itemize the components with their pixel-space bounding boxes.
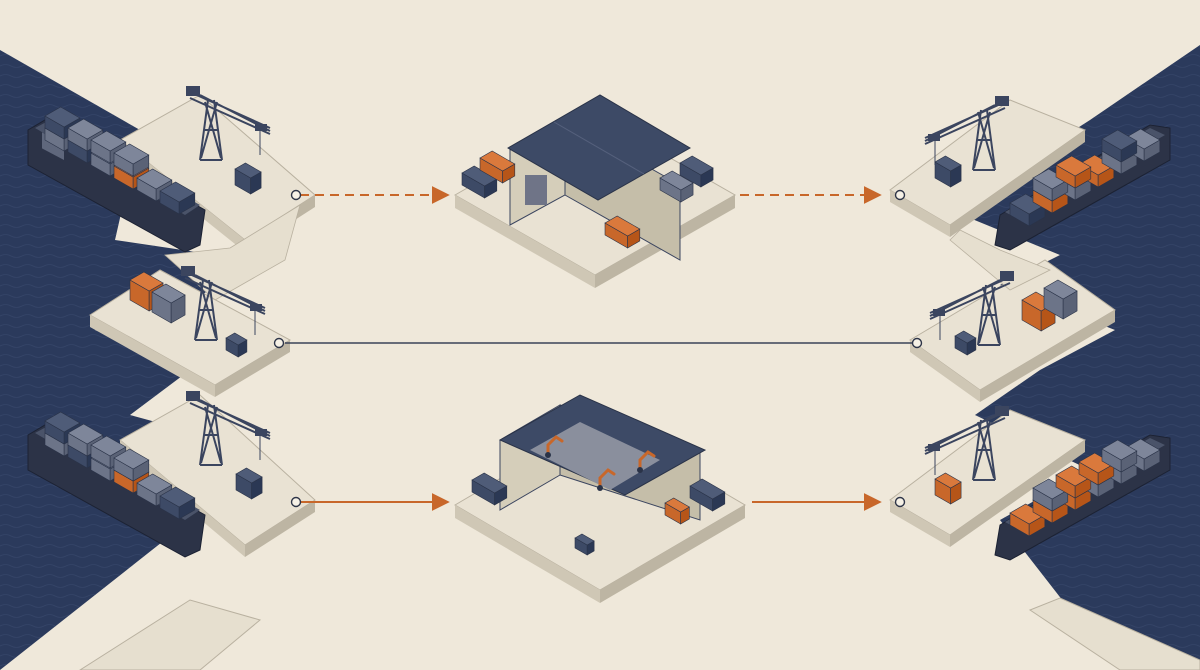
connector-node-bottom-right (894, 496, 906, 508)
connector-node-bottom-left (290, 496, 302, 508)
yard-container (689, 478, 726, 512)
ship-container (159, 486, 196, 520)
ship-container (1055, 155, 1092, 189)
quay-container (934, 155, 962, 188)
shore-strip-left (79, 599, 262, 670)
connector-node-top-right (894, 189, 906, 201)
quay-container (1043, 279, 1078, 320)
connector-node-top-left (290, 189, 302, 201)
port-top-right (889, 99, 1087, 237)
warehouse-door (525, 175, 547, 205)
truck-cab (664, 497, 690, 525)
crane-mid-right (929, 271, 1014, 346)
connection-group (273, 186, 923, 511)
yard-container (471, 472, 508, 506)
robot-arm-icon (597, 468, 616, 491)
yard-container (479, 150, 516, 184)
ship-container (1009, 193, 1046, 227)
shore-strip-right (1028, 597, 1200, 670)
crane-mid-left (181, 266, 266, 341)
warehouse-building (506, 94, 692, 261)
ship-container (1032, 168, 1069, 202)
ship-container (113, 143, 150, 177)
ship-container (1055, 465, 1092, 499)
quay-container (225, 332, 248, 358)
ship-container (1101, 129, 1138, 163)
crane-top-left (186, 86, 271, 161)
yard-container (461, 165, 498, 199)
ship-container (113, 448, 150, 482)
yard-container (659, 170, 694, 203)
yard-container (679, 155, 714, 188)
yard-container (604, 215, 641, 249)
crane-bottom-left (186, 391, 271, 466)
ship-container (1009, 503, 1046, 537)
ship-container (159, 181, 196, 215)
robot-arm-icon (637, 450, 656, 473)
container-group (44, 106, 1161, 556)
robot-arm-icon (545, 435, 564, 458)
quay-container (151, 283, 186, 324)
quay-container (234, 162, 262, 195)
quay-container (954, 330, 977, 356)
crane-group (181, 86, 1014, 481)
crane-bottom-right (924, 406, 1009, 481)
connector-node-mid-left (273, 337, 285, 349)
crane-top-right (924, 96, 1009, 171)
forklift (574, 533, 595, 556)
connector-node-mid-right (911, 337, 923, 349)
port-bottom-right (889, 409, 1087, 547)
quay-container (235, 467, 263, 500)
factory-building (498, 394, 707, 521)
ship-container (1101, 439, 1138, 473)
quay-container (934, 472, 962, 505)
